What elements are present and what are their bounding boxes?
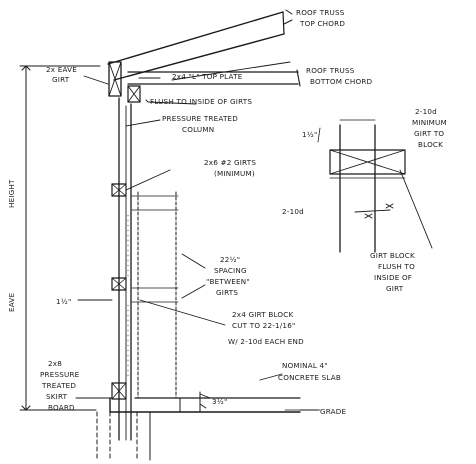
label-nail-side: 2-10d xyxy=(282,207,304,216)
label-block-cut-3: W/ 2-10d EACH END xyxy=(228,337,304,346)
label-girt-block-1: GIRT BLOCK xyxy=(370,251,415,260)
eave-height-dimension xyxy=(19,65,101,411)
label-nail-top-4: BLOCK xyxy=(418,140,443,149)
label-block-cut-2: CUT TO 22-1/16" xyxy=(232,321,295,330)
label-skirt-3: TREATED xyxy=(41,381,76,390)
label-block-cut-1: 2x4 GIRT BLOCK xyxy=(232,310,293,319)
eave-girt xyxy=(108,61,122,97)
label-top-plate: 2x4 "L" TOP PLATE xyxy=(172,72,243,81)
top-plate xyxy=(127,85,141,103)
label-girt-block-4: GIRT xyxy=(386,284,404,293)
roof-truss-bottom-chord xyxy=(127,69,301,87)
roof-truss-top-chord xyxy=(107,9,293,81)
label-girts-1: 2x6 #2 GIRTS xyxy=(204,158,256,167)
label-spacing-4: GIRTS xyxy=(216,288,238,297)
label-grade: GRADE xyxy=(320,407,347,416)
label-roof-truss-bottom-chord-1: ROOF TRUSS xyxy=(306,66,355,75)
leader-lines xyxy=(75,61,433,411)
label-roof-truss-top-chord-2: TOP CHORD xyxy=(299,19,345,28)
label-spacing-2: SPACING xyxy=(214,266,247,275)
label-dim-1-5-top: 1½" xyxy=(302,130,317,139)
girt-wall xyxy=(127,191,179,399)
label-spacing-3: "BETWEEN" xyxy=(206,277,250,286)
label-girt-block-2: FLUSH TO xyxy=(378,262,415,271)
label-nail-top-2: MINIMUM xyxy=(412,118,447,127)
label-dim-3-5: 3½" xyxy=(212,397,227,406)
label-spacing-1: 22½" xyxy=(220,255,240,264)
label-slab-2: CONCRETE SLAB xyxy=(278,373,341,382)
label-roof-truss-bottom-chord-2: BOTTOM CHORD xyxy=(310,77,373,86)
label-skirt-2: PRESSURE xyxy=(40,370,80,379)
label-eave-height-1: EAVE xyxy=(7,292,16,312)
label-column-1: PRESSURE TREATED xyxy=(162,114,238,123)
label-skirt-1: 2x8 xyxy=(48,359,62,368)
label-skirt-4: SKIRT xyxy=(46,392,68,401)
label-flush-girts: FLUSH TO INSIDE OF GIRTS xyxy=(150,97,252,106)
label-skirt-5: BOARD xyxy=(48,403,75,412)
label-column-2: COLUMN xyxy=(182,125,214,134)
girt-block-detail xyxy=(317,119,406,253)
girts-column xyxy=(111,183,127,400)
annotations: ROOF TRUSS TOP CHORD 2x EAVE GIRT 2x4 "L… xyxy=(7,8,447,416)
label-dim-1-5-side: 1½" xyxy=(56,297,71,306)
label-nail-top-3: GIRT TO xyxy=(414,129,444,138)
label-girt-block-3: INSIDE OF xyxy=(374,273,412,282)
label-eave-girt-1: 2x EAVE xyxy=(46,65,77,74)
label-roof-truss-top-chord-1: ROOF TRUSS xyxy=(296,8,345,17)
label-nail-top-1: 2-10d xyxy=(415,107,437,116)
label-eave-girt-2: GIRT xyxy=(52,75,70,84)
label-girts-2: (MINIMUM) xyxy=(214,169,255,178)
label-slab-1: NOMINAL 4" xyxy=(282,361,328,370)
label-eave-height-2: HEIGHT xyxy=(7,179,16,208)
